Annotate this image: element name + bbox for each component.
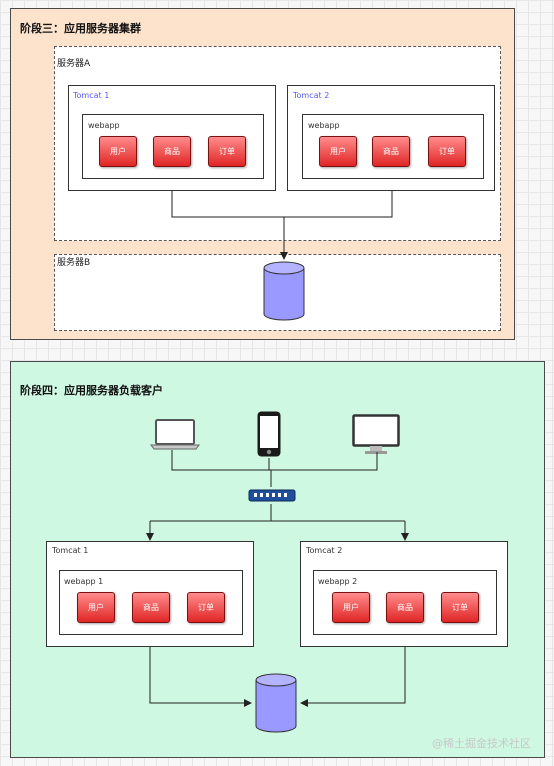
monitor-icon [352, 414, 400, 454]
stage3-tomcat1-webapp-label: webapp [88, 121, 120, 130]
stage3-tomcat2-module-order: 订单 [428, 136, 466, 167]
stage4-title: 阶段四：应用服务器负载客户 [20, 384, 163, 397]
server-a-label: 服务器A [57, 59, 91, 69]
stage4-tomcat2-module-user: 用户 [332, 592, 370, 623]
stage4-tomcat2-webapp-label: webapp 2 [318, 577, 358, 586]
watermark: @稀土掘金技术社区 [432, 737, 531, 750]
stage3-tomcat1-module-order: 订单 [208, 136, 246, 167]
stage3-tomcat2-module-user: 用户 [319, 136, 357, 167]
stage3-tomcat2-module-product: 商品 [372, 136, 410, 167]
stage4-tomcat1-module-user: 用户 [77, 592, 115, 623]
switch-icon [248, 489, 296, 502]
phone-icon [257, 411, 281, 457]
server-b-label: 服务器B [57, 258, 91, 268]
stage4-tomcat1-module-product: 商品 [132, 592, 170, 623]
stage4-tomcat1-label: Tomcat 1 [52, 546, 89, 555]
database-icon [255, 673, 297, 733]
stage3-tomcat2-label: Tomcat 2 [293, 91, 330, 100]
stage4-tomcat2-module-product: 商品 [386, 592, 424, 623]
laptop-icon [150, 419, 200, 450]
stage3-tomcat2-webapp-label: webapp [308, 121, 340, 130]
stage4-tomcat1-module-order: 订单 [187, 592, 225, 623]
database-icon [263, 261, 305, 321]
stage4-tomcat2-label: Tomcat 2 [306, 546, 343, 555]
stage3-tomcat1-module-product: 商品 [153, 136, 191, 167]
stage4-tomcat2-module-order: 订单 [441, 592, 479, 623]
stage4-tomcat1-webapp-label: webapp 1 [64, 577, 104, 586]
stage3-tomcat1-module-user: 用户 [99, 136, 137, 167]
stage3-title: 阶段三：应用服务器集群 [20, 22, 141, 35]
stage3-tomcat1-label: Tomcat 1 [73, 91, 110, 100]
